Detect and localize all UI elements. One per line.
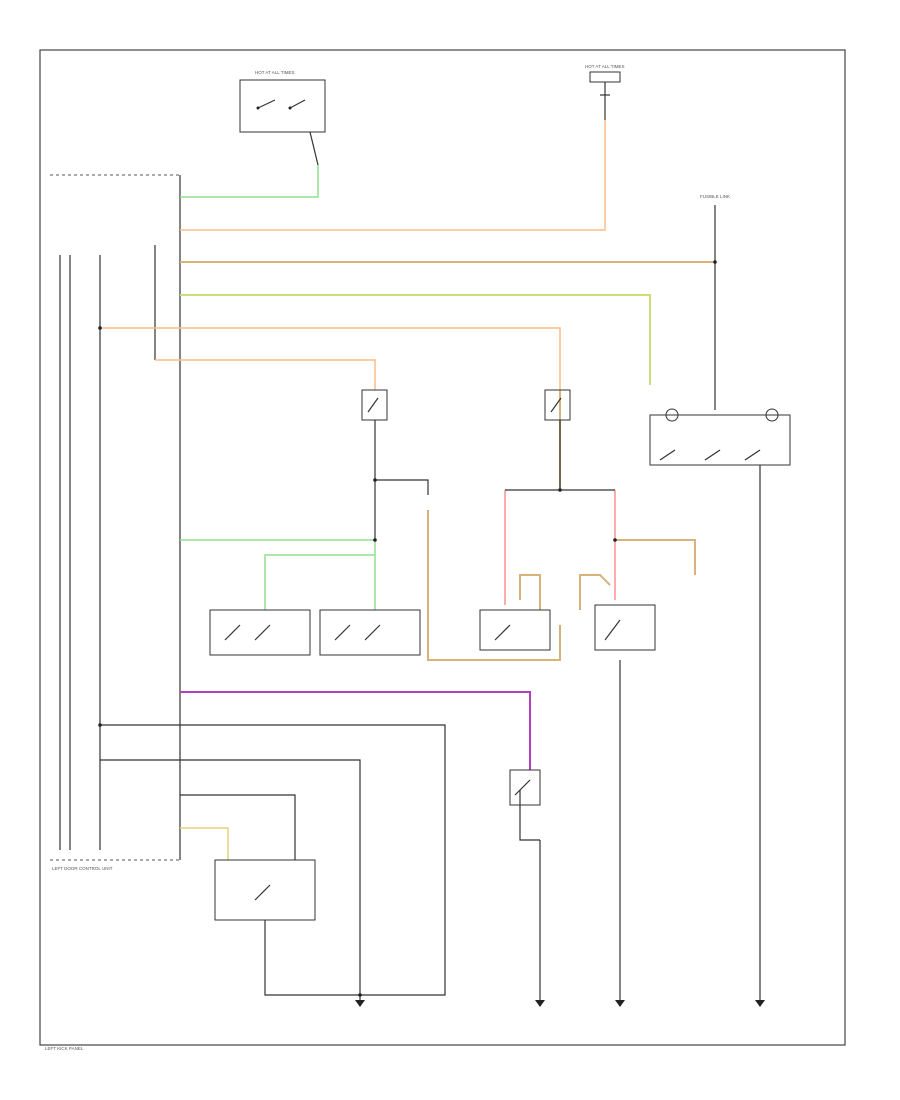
door-lock-actuator-left (479, 609, 551, 651)
diagram-frame (39, 49, 846, 1046)
wire-green-top (180, 165, 319, 198)
colored-wires (100, 120, 715, 860)
ground-3 (615, 1000, 625, 1007)
wire-tan-right (615, 539, 696, 575)
wire-yellow (180, 827, 229, 860)
wire-black-7 (375, 479, 429, 495)
ground-1 (355, 1000, 365, 1007)
label-hot-at-all-times-left: HOT AT ALL TIMES (255, 70, 295, 75)
wire-green-mid (180, 539, 376, 610)
door-lock-actuator-right (594, 604, 656, 651)
ground-2 (535, 1000, 545, 1007)
wire-tan-actuator-1 (519, 574, 541, 610)
key-cylinder-switch (214, 859, 316, 921)
wire-olive-green (180, 294, 651, 385)
switch-box-upper-right (544, 389, 571, 421)
wire-black-3 (180, 794, 296, 860)
wire-tan-vertical (427, 510, 561, 661)
wire-black-2 (100, 759, 361, 1000)
label-left-door-control: LEFT DOOR CONTROL UNIT (52, 866, 113, 871)
ground-4 (755, 1000, 765, 1007)
ground-symbols (355, 1000, 765, 1007)
power-window-switch (649, 408, 791, 466)
door-ajar-switch (509, 769, 541, 806)
black-wires (100, 205, 761, 1000)
label-hot-at-all-times-right: HOT AT ALL TIMES (585, 64, 625, 69)
power-supply-switch (239, 79, 326, 166)
wire-orange-1 (180, 120, 606, 231)
wire-black-10 (519, 790, 540, 841)
wire-orange-3 (155, 359, 376, 390)
junction-dots (98, 260, 717, 997)
label-bottom-left: LEFT KICK PANEL (45, 1046, 84, 1051)
lock-switch-1 (209, 609, 311, 656)
wire-purple (180, 691, 531, 770)
wire-green-mid-branch (264, 554, 375, 610)
fuse-top-right (589, 71, 621, 120)
switch-box-upper-mid (361, 389, 388, 421)
wire-tan-actuator-2 (579, 574, 611, 610)
wire-black-1 (100, 724, 446, 996)
lock-switch-2 (319, 609, 421, 656)
label-fusible-link: FUSIBLE LINK (700, 194, 730, 199)
wire-orange-2 (100, 327, 561, 390)
